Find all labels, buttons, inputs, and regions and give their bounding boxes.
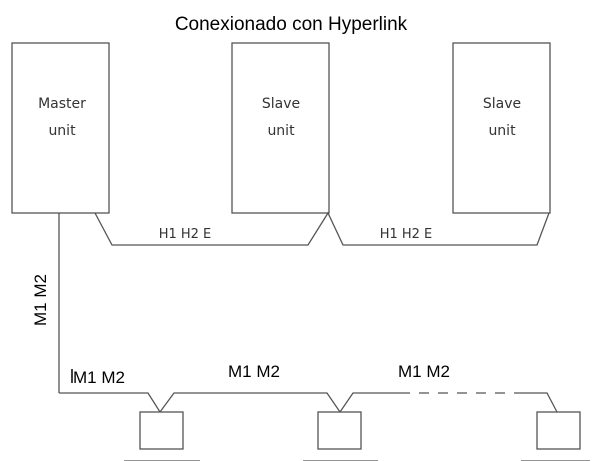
slave-unit-2-label-line1: Slave — [483, 96, 521, 112]
slave-unit-2-box — [452, 42, 551, 214]
indoor-m1m2-label-3: M1 M2 — [398, 362, 450, 381]
hyperlink-label-2: H1 H2 E — [380, 227, 433, 242]
diagram-title: Conexionado con Hyperlink — [175, 14, 408, 35]
indoor-unit-2 — [303, 411, 378, 461]
master-unit-box — [11, 42, 110, 214]
indoor-bus-solid — [59, 392, 400, 414]
indoor-m1m2-label-2: M1 M2 — [228, 362, 280, 381]
indoor-unit-1-box — [139, 411, 184, 450]
hyperlink-bus — [94, 211, 550, 246]
slave-unit-2: Slave unit — [452, 42, 551, 214]
slave-unit-1-label-line1: Slave — [262, 96, 300, 112]
indoor-unit-3-box — [536, 411, 581, 450]
hyperlink-label-1: H1 H2 E — [159, 227, 212, 242]
master-unit-label-line2: unit — [48, 123, 76, 139]
slave-unit-1: Slave unit — [231, 42, 330, 214]
vertical-m1m2-label: M1 M2 — [31, 274, 50, 326]
indoor-unit-1 — [124, 411, 200, 461]
indoor-unit-3 — [521, 411, 590, 461]
master-unit-label-line1: Master — [38, 96, 86, 112]
indoor-m1m2-label-1: M1 M2 — [73, 368, 125, 387]
indoor-unit-2-box — [317, 411, 362, 450]
slave-unit-2-label-line2: unit — [488, 123, 516, 139]
indoor-bus-end — [515, 392, 558, 413]
slave-unit-1-label-line2: unit — [267, 123, 295, 139]
slave-unit-1-box — [231, 42, 330, 214]
master-unit: Master unit — [11, 42, 110, 214]
